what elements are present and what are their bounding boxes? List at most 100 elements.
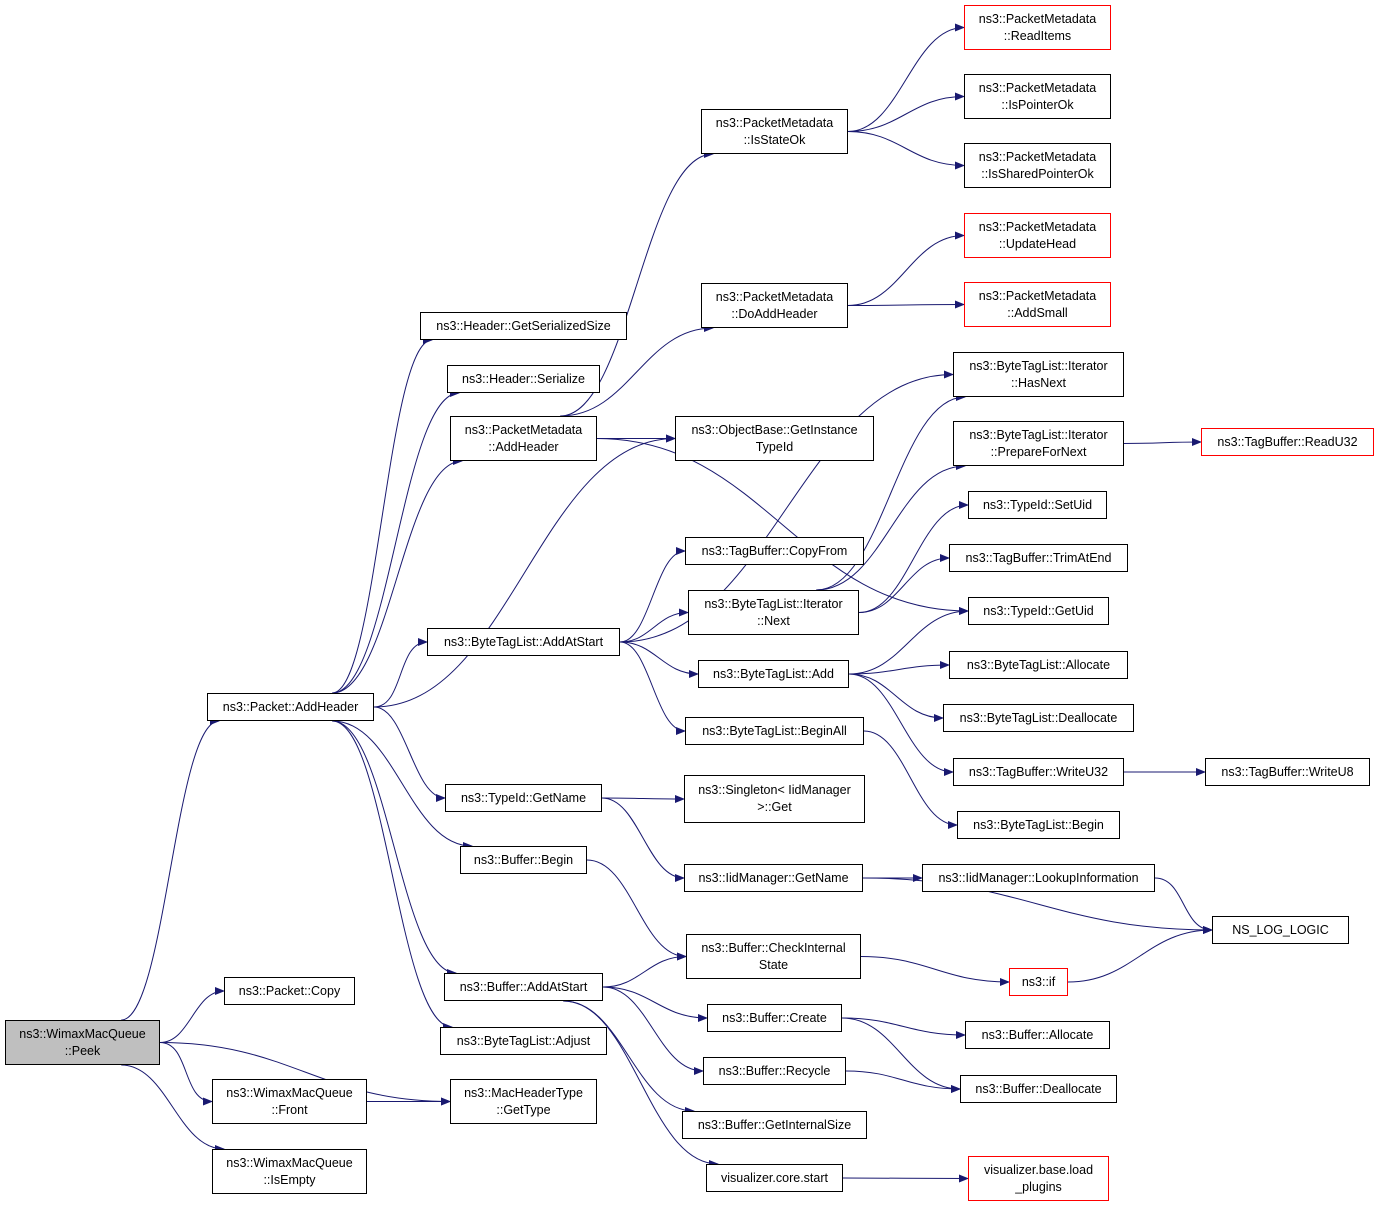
edge-n_buffer_addatstart-to-n_vis_start	[563, 1000, 719, 1168]
node-label-line: ns3::TagBuffer::WriteU8	[1221, 764, 1354, 779]
node-label-line: ns3::PacketMetadata	[978, 219, 1097, 234]
node-label-line: ns3::TagBuffer::ReadU32	[1217, 434, 1358, 449]
edge-n_pm_addheader-to-n_pm_isstateok	[560, 150, 714, 417]
node-pm-readitems[interactable]: ns3::PacketMetadata::ReadItems	[964, 5, 1111, 50]
node-btl-adjust[interactable]: ns3::ByteTagList::Adjust	[440, 1027, 607, 1055]
node-label-line: ::DoAddHeader	[731, 306, 818, 321]
node-tb-trimatend[interactable]: ns3::TagBuffer::TrimAtEnd	[949, 544, 1128, 572]
node-vis-loadplugins[interactable]: visualizer.base.load _plugins	[968, 1156, 1109, 1201]
node-btl-beginall[interactable]: ns3::ByteTagList::BeginAll	[685, 717, 864, 745]
node-addheader[interactable]: ns3::Packet::AddHeader	[207, 693, 374, 721]
node-buf-getinternalsize[interactable]: ns3::Buffer::GetInternalSize	[682, 1111, 867, 1139]
node-tb-copyfrom[interactable]: ns3::TagBuffer::CopyFrom	[685, 537, 864, 565]
node-label-line: ns3::Header::Serialize	[462, 371, 585, 386]
node-label-line: State	[758, 957, 789, 972]
node-label-line: ns3::Buffer::Recycle	[718, 1063, 831, 1078]
edge-n_vis_start-to-n_vis_loadplugins	[842, 1174, 969, 1183]
node-btl-it-hasnext[interactable]: ns3::ByteTagList::Iterator::HasNext	[953, 352, 1124, 397]
node-label-line: visualizer.base.load	[983, 1162, 1094, 1177]
node-typeid-getname[interactable]: ns3::TypeId::GetName	[445, 784, 602, 812]
node-peek: ns3::WimaxMacQueue::Peek	[5, 1020, 160, 1065]
edge-n_addheader-to-n_getserializedsize	[332, 336, 433, 694]
node-buf-deallocate[interactable]: ns3::Buffer::Deallocate	[960, 1075, 1117, 1103]
edge-n_addheader-to-n_btl_addatstart	[373, 638, 428, 708]
node-buf-allocate[interactable]: ns3::Buffer::Allocate	[965, 1021, 1110, 1049]
node-buffer-addatstart[interactable]: ns3::Buffer::AddAtStart	[444, 973, 603, 1001]
node-label-line: ::AddSmall	[1007, 305, 1068, 320]
node-typeid-setuid[interactable]: ns3::TypeId::SetUid	[968, 491, 1107, 519]
node-btl-it-next[interactable]: ns3::ByteTagList::Iterator::Next	[688, 590, 859, 635]
node-ns-log-logic[interactable]: NS_LOG_LOGIC	[1212, 916, 1349, 944]
node-singleton-get[interactable]: ns3::Singleton< IidManager >::Get	[684, 775, 865, 823]
node-iid-getname[interactable]: ns3::IidManager::GetName	[684, 864, 863, 892]
node-front[interactable]: ns3::WimaxMacQueue::Front	[212, 1079, 367, 1124]
node-btl-addatstart[interactable]: ns3::ByteTagList::AddAtStart	[427, 628, 620, 656]
node-label-line: ns3::TagBuffer::TrimAtEnd	[965, 550, 1112, 565]
node-btl-begin[interactable]: ns3::ByteTagList::Begin	[957, 811, 1120, 839]
node-label-line: ns3::PacketMetadata	[978, 80, 1097, 95]
node-pm-ispointerok[interactable]: ns3::PacketMetadata::IsPointerOk	[964, 74, 1111, 119]
edge-n_btl_add-to-n_tb_writeu32	[848, 673, 954, 776]
node-buffer-begin[interactable]: ns3::Buffer::Begin	[460, 846, 587, 874]
node-label-line: _plugins	[1015, 1179, 1062, 1194]
edge-n_btl_it_next-to-n_typeid_setuid	[858, 501, 969, 613]
edge-n_btl_addatstart-to-n_btl_it_hasnext	[619, 370, 954, 643]
node-typeid-getuid[interactable]: ns3::TypeId::GetUid	[968, 597, 1109, 625]
node-tb-writeu32[interactable]: ns3::TagBuffer::WriteU32	[953, 758, 1124, 786]
node-btl-deallocate[interactable]: ns3::ByteTagList::Deallocate	[943, 704, 1134, 732]
node-machdr-gettype[interactable]: ns3::MacHeaderType::GetType	[450, 1079, 597, 1124]
node-copy[interactable]: ns3::Packet::Copy	[224, 977, 355, 1005]
node-label-line: ::ReadItems	[1003, 28, 1072, 43]
edge-n_buf_checkinternal-to-n_if	[860, 956, 1010, 986]
node-pm-addheader[interactable]: ns3::PacketMetadata::AddHeader	[450, 416, 597, 461]
node-getserializedsize[interactable]: ns3::Header::GetSerializedSize	[420, 312, 627, 340]
node-if[interactable]: ns3::if	[1009, 968, 1068, 996]
node-label-line: ns3::IidManager::LookupInformation	[938, 870, 1139, 885]
node-pm-addsmall[interactable]: ns3::PacketMetadata::AddSmall	[964, 282, 1111, 327]
edge-n_buffer_addatstart-to-n_buf_checkinternal	[602, 952, 687, 988]
node-label-line: ns3::ObjectBase::GetInstance	[691, 422, 858, 437]
node-label-line: NS_LOG_LOGIC	[1232, 922, 1329, 937]
node-label-line: ::Front	[271, 1102, 308, 1117]
node-label-line: ns3::ByteTagList::Begin	[973, 817, 1104, 832]
node-isempty[interactable]: ns3::WimaxMacQueue::IsEmpty	[212, 1149, 367, 1194]
node-label-line: >::Get	[757, 800, 792, 814]
node-btl-it-prepare[interactable]: ns3::ByteTagList::Iterator::PrepareForNe…	[953, 421, 1124, 466]
node-label-line: ns3::ByteTagList::Deallocate	[959, 710, 1118, 725]
node-label-line: ns3::TagBuffer::WriteU32	[968, 764, 1109, 779]
edge-n_typeid_getname-to-n_iid_getname	[601, 797, 685, 882]
node-pm-isstateok[interactable]: ns3::PacketMetadata::IsStateOk	[701, 109, 848, 154]
node-label-line: ::IsStateOk	[743, 132, 806, 147]
node-label-line: ns3::Header::GetSerializedSize	[436, 318, 611, 333]
node-label-line: ::IsPointerOk	[1001, 97, 1074, 112]
node-iid-lookup[interactable]: ns3::IidManager::LookupInformation	[922, 864, 1155, 892]
node-tb-writeu8[interactable]: ns3::TagBuffer::WriteU8	[1205, 758, 1370, 786]
node-btl-allocate[interactable]: ns3::ByteTagList::Allocate	[949, 651, 1128, 679]
edge-n_iid_getname-to-n_ns_log_logic	[862, 877, 1213, 934]
edge-n_pm_isstateok-to-n_pm_readitems	[847, 23, 965, 132]
node-label-line: ns3::PacketMetadata	[464, 422, 583, 437]
node-tb-readu32[interactable]: ns3::TagBuffer::ReadU32	[1201, 428, 1374, 456]
node-vis-start[interactable]: visualizer.core.start	[706, 1164, 843, 1192]
node-label-line: visualizer.core.start	[721, 1170, 828, 1185]
node-buf-recycle[interactable]: ns3::Buffer::Recycle	[703, 1057, 846, 1085]
edge-n_pm_doaddheader-to-n_pm_updatehead	[847, 231, 965, 306]
edge-n_pm_isstateok-to-n_pm_issharedpointerok	[847, 131, 965, 170]
node-label-line: ns3::ByteTagList::Adjust	[456, 1033, 591, 1048]
node-pm-updatehead[interactable]: ns3::PacketMetadata::UpdateHead	[964, 213, 1111, 258]
edge-n_addheader-to-n_pm_addheader	[332, 457, 463, 694]
node-pm-issharedpointerok[interactable]: ns3::PacketMetadata::IsSharedPointerOk	[964, 143, 1111, 188]
node-label-line: ns3::IidManager::GetName	[698, 870, 849, 885]
node-label-line: ns3::Buffer::Deallocate	[975, 1081, 1102, 1096]
node-serialize[interactable]: ns3::Header::Serialize	[447, 365, 600, 393]
node-btl-add[interactable]: ns3::ByteTagList::Add	[698, 660, 849, 688]
node-label-line: ns3::ByteTagList::Iterator	[969, 358, 1108, 373]
edge-n_buffer_addatstart-to-n_buf_recycle	[602, 986, 704, 1075]
node-label-line: ns3::ByteTagList::Iterator	[704, 596, 843, 611]
node-pm-doaddheader[interactable]: ns3::PacketMetadata::DoAddHeader	[701, 283, 848, 328]
node-buf-create[interactable]: ns3::Buffer::Create	[707, 1004, 842, 1032]
edge-n_pm_addheader-to-n_pm_doaddheader	[560, 324, 714, 417]
node-label-line: ns3::Buffer::Allocate	[981, 1027, 1094, 1042]
